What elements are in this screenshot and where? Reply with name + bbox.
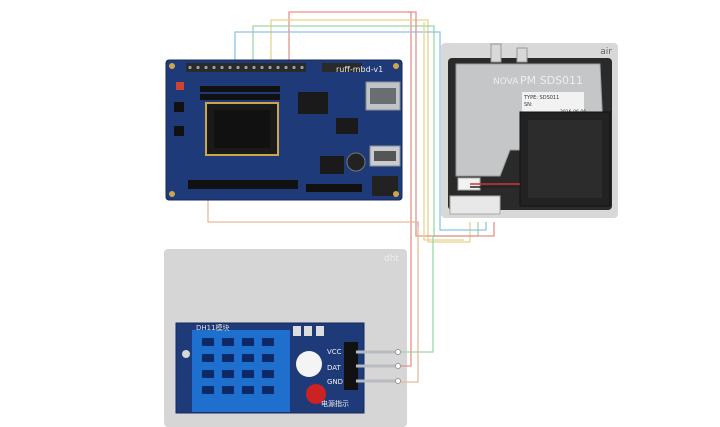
wire-blue — [234, 31, 487, 231]
pm-model: PM SDS011 — [520, 74, 583, 87]
pin-vcc-label: VCC — [327, 348, 342, 356]
reset-button[interactable] — [174, 102, 184, 112]
pm-label-line2: SN: — [524, 102, 533, 108]
dht11-module[interactable]: DH11模块 VCC DAT GND 电源指示 — [175, 322, 401, 414]
wires — [207, 11, 495, 383]
capacitor — [346, 152, 366, 172]
dht-card-tag: dht — [384, 254, 399, 264]
secondary-chip — [298, 92, 328, 114]
pm-brand: NOVA — [493, 77, 519, 87]
dht-pins — [356, 350, 396, 383]
dht-title: DH11模块 — [196, 323, 230, 332]
air-card-tag: air — [600, 47, 612, 57]
top-header-pin-dots — [188, 65, 304, 70]
bottom-headers — [188, 180, 362, 192]
pin-dat-label: DAT — [327, 364, 342, 372]
dht-grille — [202, 338, 274, 394]
sensor-connector — [449, 195, 501, 215]
status-led — [176, 82, 184, 90]
mounting-hole — [182, 350, 190, 358]
pm-label — [522, 92, 584, 114]
pin-dat[interactable] — [395, 363, 401, 369]
wire-yellow-2 — [423, 22, 464, 241]
wire-green-dht — [398, 236, 434, 353]
main-board[interactable]: ruff-mbd-v1 — [165, 59, 403, 201]
user-button[interactable] — [174, 126, 184, 136]
pin-gnd[interactable] — [395, 378, 401, 384]
power-led — [306, 384, 326, 404]
dht-white-capacitor — [296, 351, 322, 377]
pm-sensor[interactable]: NOVA PM SDS011 TYPE: SDS011 SN: 2016-06-… — [448, 43, 612, 215]
power-jack — [372, 176, 398, 196]
dht-pin-header — [344, 342, 358, 390]
pin-vcc[interactable] — [395, 349, 401, 355]
wire-red-2 — [408, 11, 495, 237]
wire-yellow — [270, 19, 471, 243]
board-silkscreen: ruff-mbd-v1 — [336, 65, 383, 74]
pm-label-line1: TYPE: SDS011 — [523, 95, 559, 101]
pin-gnd-label: GND — [327, 378, 343, 386]
mid-headers — [200, 86, 280, 100]
air-outlet — [516, 47, 528, 63]
power-label: 电源指示 — [321, 399, 349, 408]
air-inlet — [490, 43, 502, 63]
